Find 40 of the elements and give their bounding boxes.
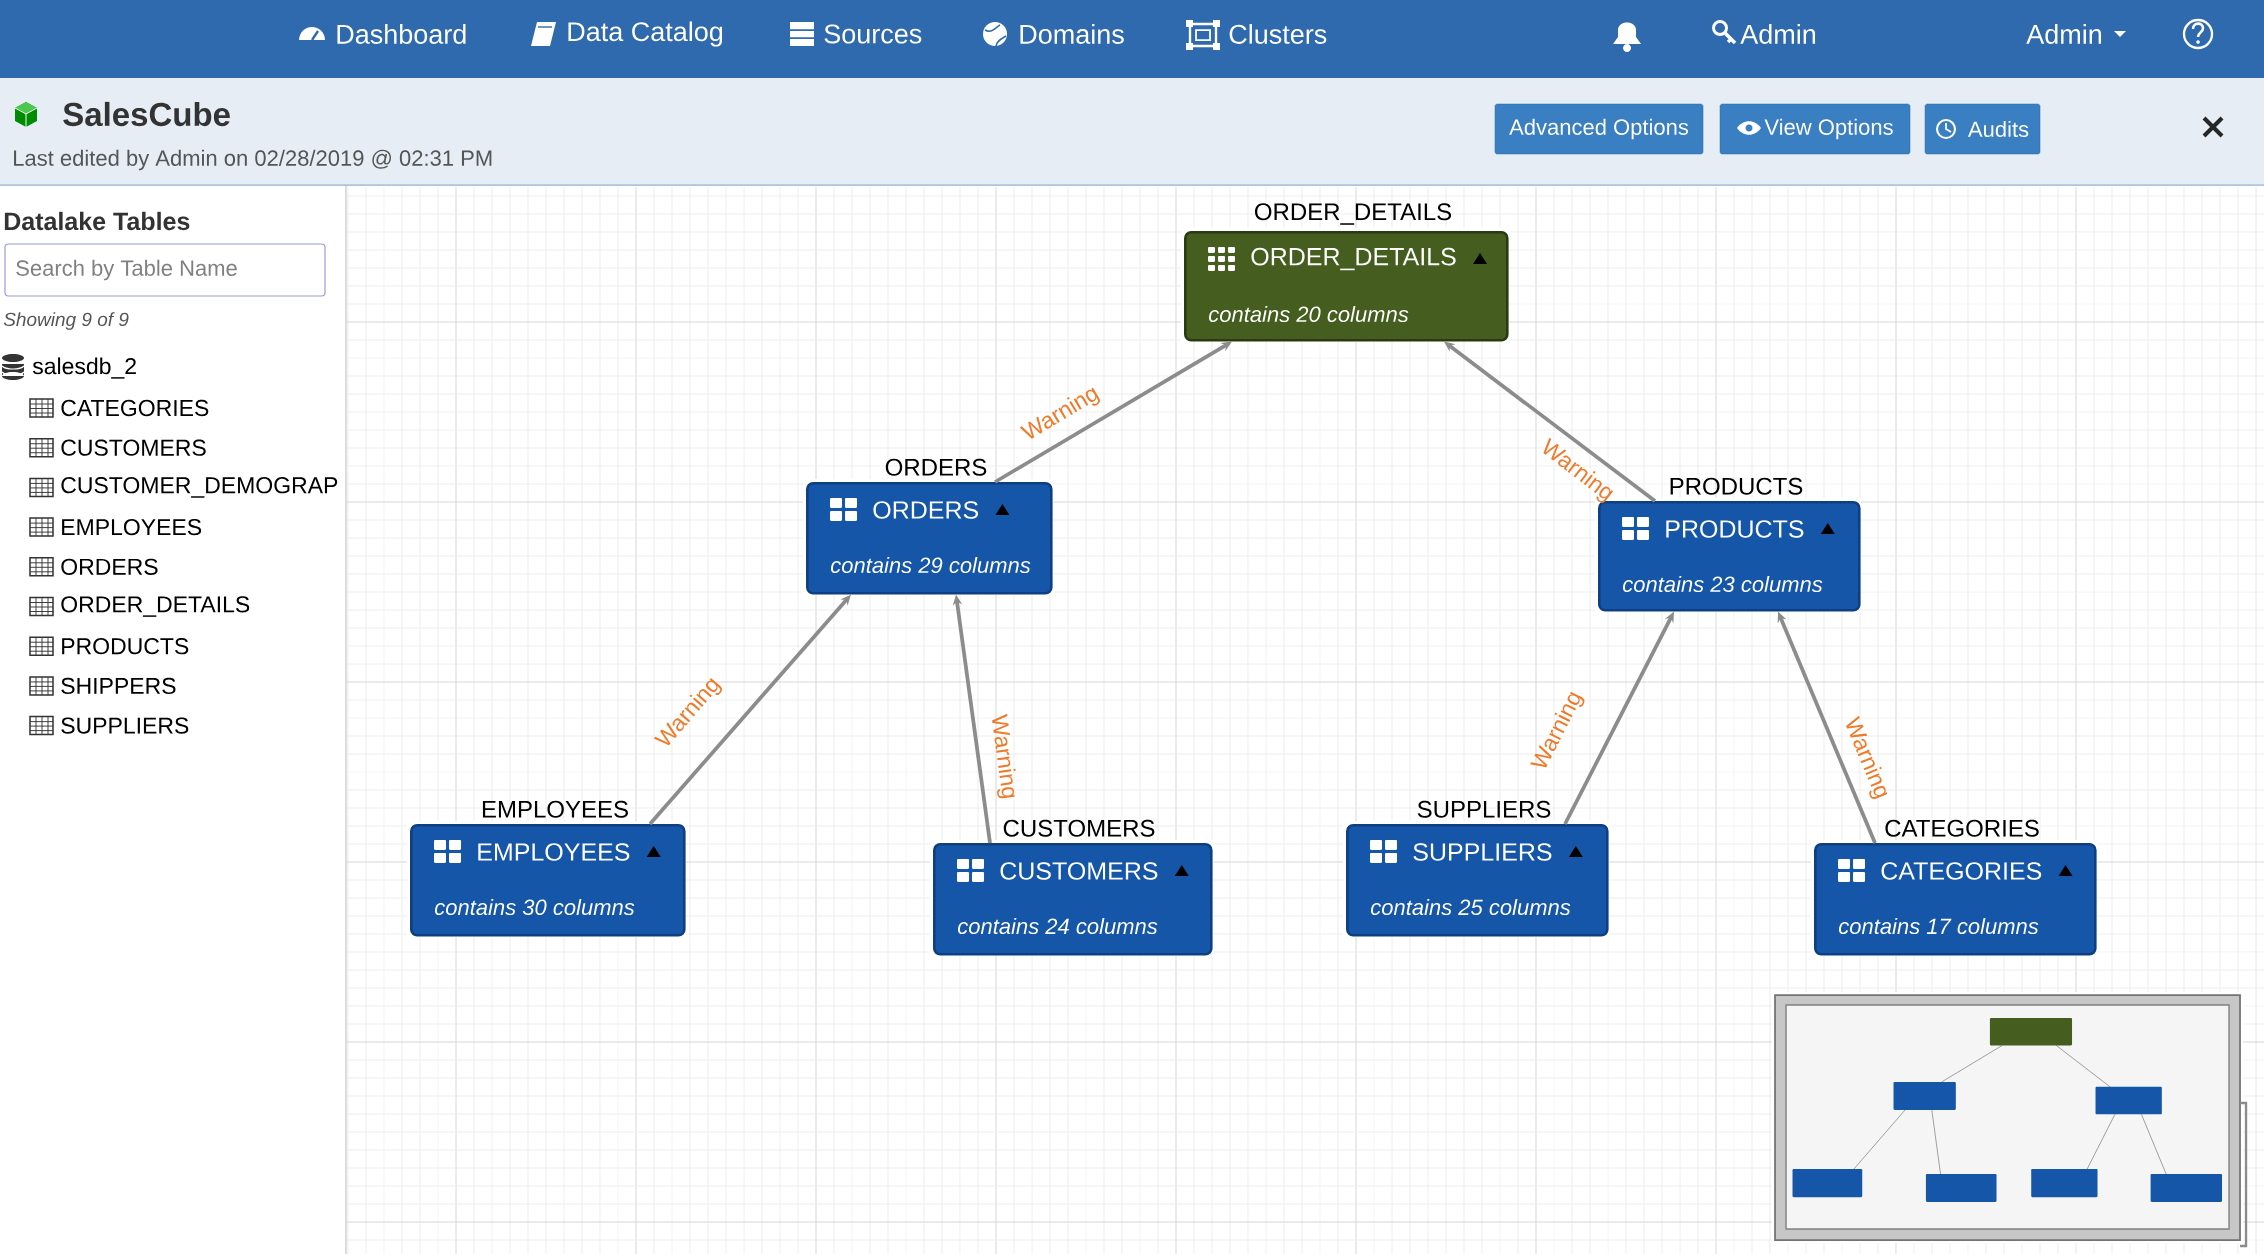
edge-label: Warning (992, 713, 1016, 799)
table-box: ORDER_DETAILS contains 20 columns (1184, 231, 1509, 342)
node-label: CUSTOMERS (1003, 819, 1155, 837)
nav-link: Admin (1740, 24, 1816, 44)
button: Audits (1924, 103, 2041, 155)
table-name: CUSTOMERS (61, 439, 206, 456)
edit-info: Last edited by Admin on 02/28/2019 @ 02:31 PM (14, 149, 492, 171)
button: View Options (1719, 103, 1911, 155)
table-name: PRODUCTS (62, 638, 189, 655)
page-title: SalesCube (63, 101, 230, 127)
table-name: CUSTOMER_DEMOGRAP (61, 477, 338, 498)
table-box: ORDERS contains 29 columns (806, 482, 1053, 595)
nav-link: Data Catalog (568, 21, 723, 47)
table-box: EMPLOYEES contains 30 columns (410, 824, 686, 937)
arrow (994, 341, 1232, 484)
nav-link: Dashboard (337, 24, 466, 44)
table-name: ORDERS (61, 558, 158, 575)
table-name: CATEGORIES (61, 399, 209, 417)
node-label: CATEGORIES (1885, 819, 2039, 837)
table-box: CUSTOMERS contains 24 columns (933, 843, 1213, 956)
sidebar-heading: Datalake Tables (4, 211, 190, 231)
nav-link: Domains (1020, 24, 1124, 44)
node-label: ORDERS (885, 458, 987, 476)
table-box: SUPPLIERS contains 25 columns (1346, 824, 1609, 937)
result-count: Showing 9 of 9 (3, 312, 129, 330)
database-name: salesdb_2 (32, 357, 136, 379)
node-label: ORDER_DETAILS (1255, 203, 1452, 225)
button: Advanced Options (1494, 103, 1704, 155)
table-name: EMPLOYEES (62, 518, 202, 536)
table-name: ORDER_DETAILS (61, 596, 250, 617)
search-field: Search by Table Name (4, 243, 326, 297)
node-label: SUPPLIERS (1417, 800, 1551, 818)
nav-link: Sources (824, 24, 922, 44)
table-name: SHIPPERS (61, 677, 176, 695)
nav-link: Clusters (1229, 24, 1327, 44)
table-name: SUPPLIERS (61, 717, 189, 734)
user-menu: Admin (2026, 24, 2102, 44)
node-label: EMPLOYEES (482, 800, 628, 818)
table-box: CATEGORIES contains 17 columns (1814, 843, 2097, 956)
node-label: PRODUCTS (1670, 477, 1803, 495)
